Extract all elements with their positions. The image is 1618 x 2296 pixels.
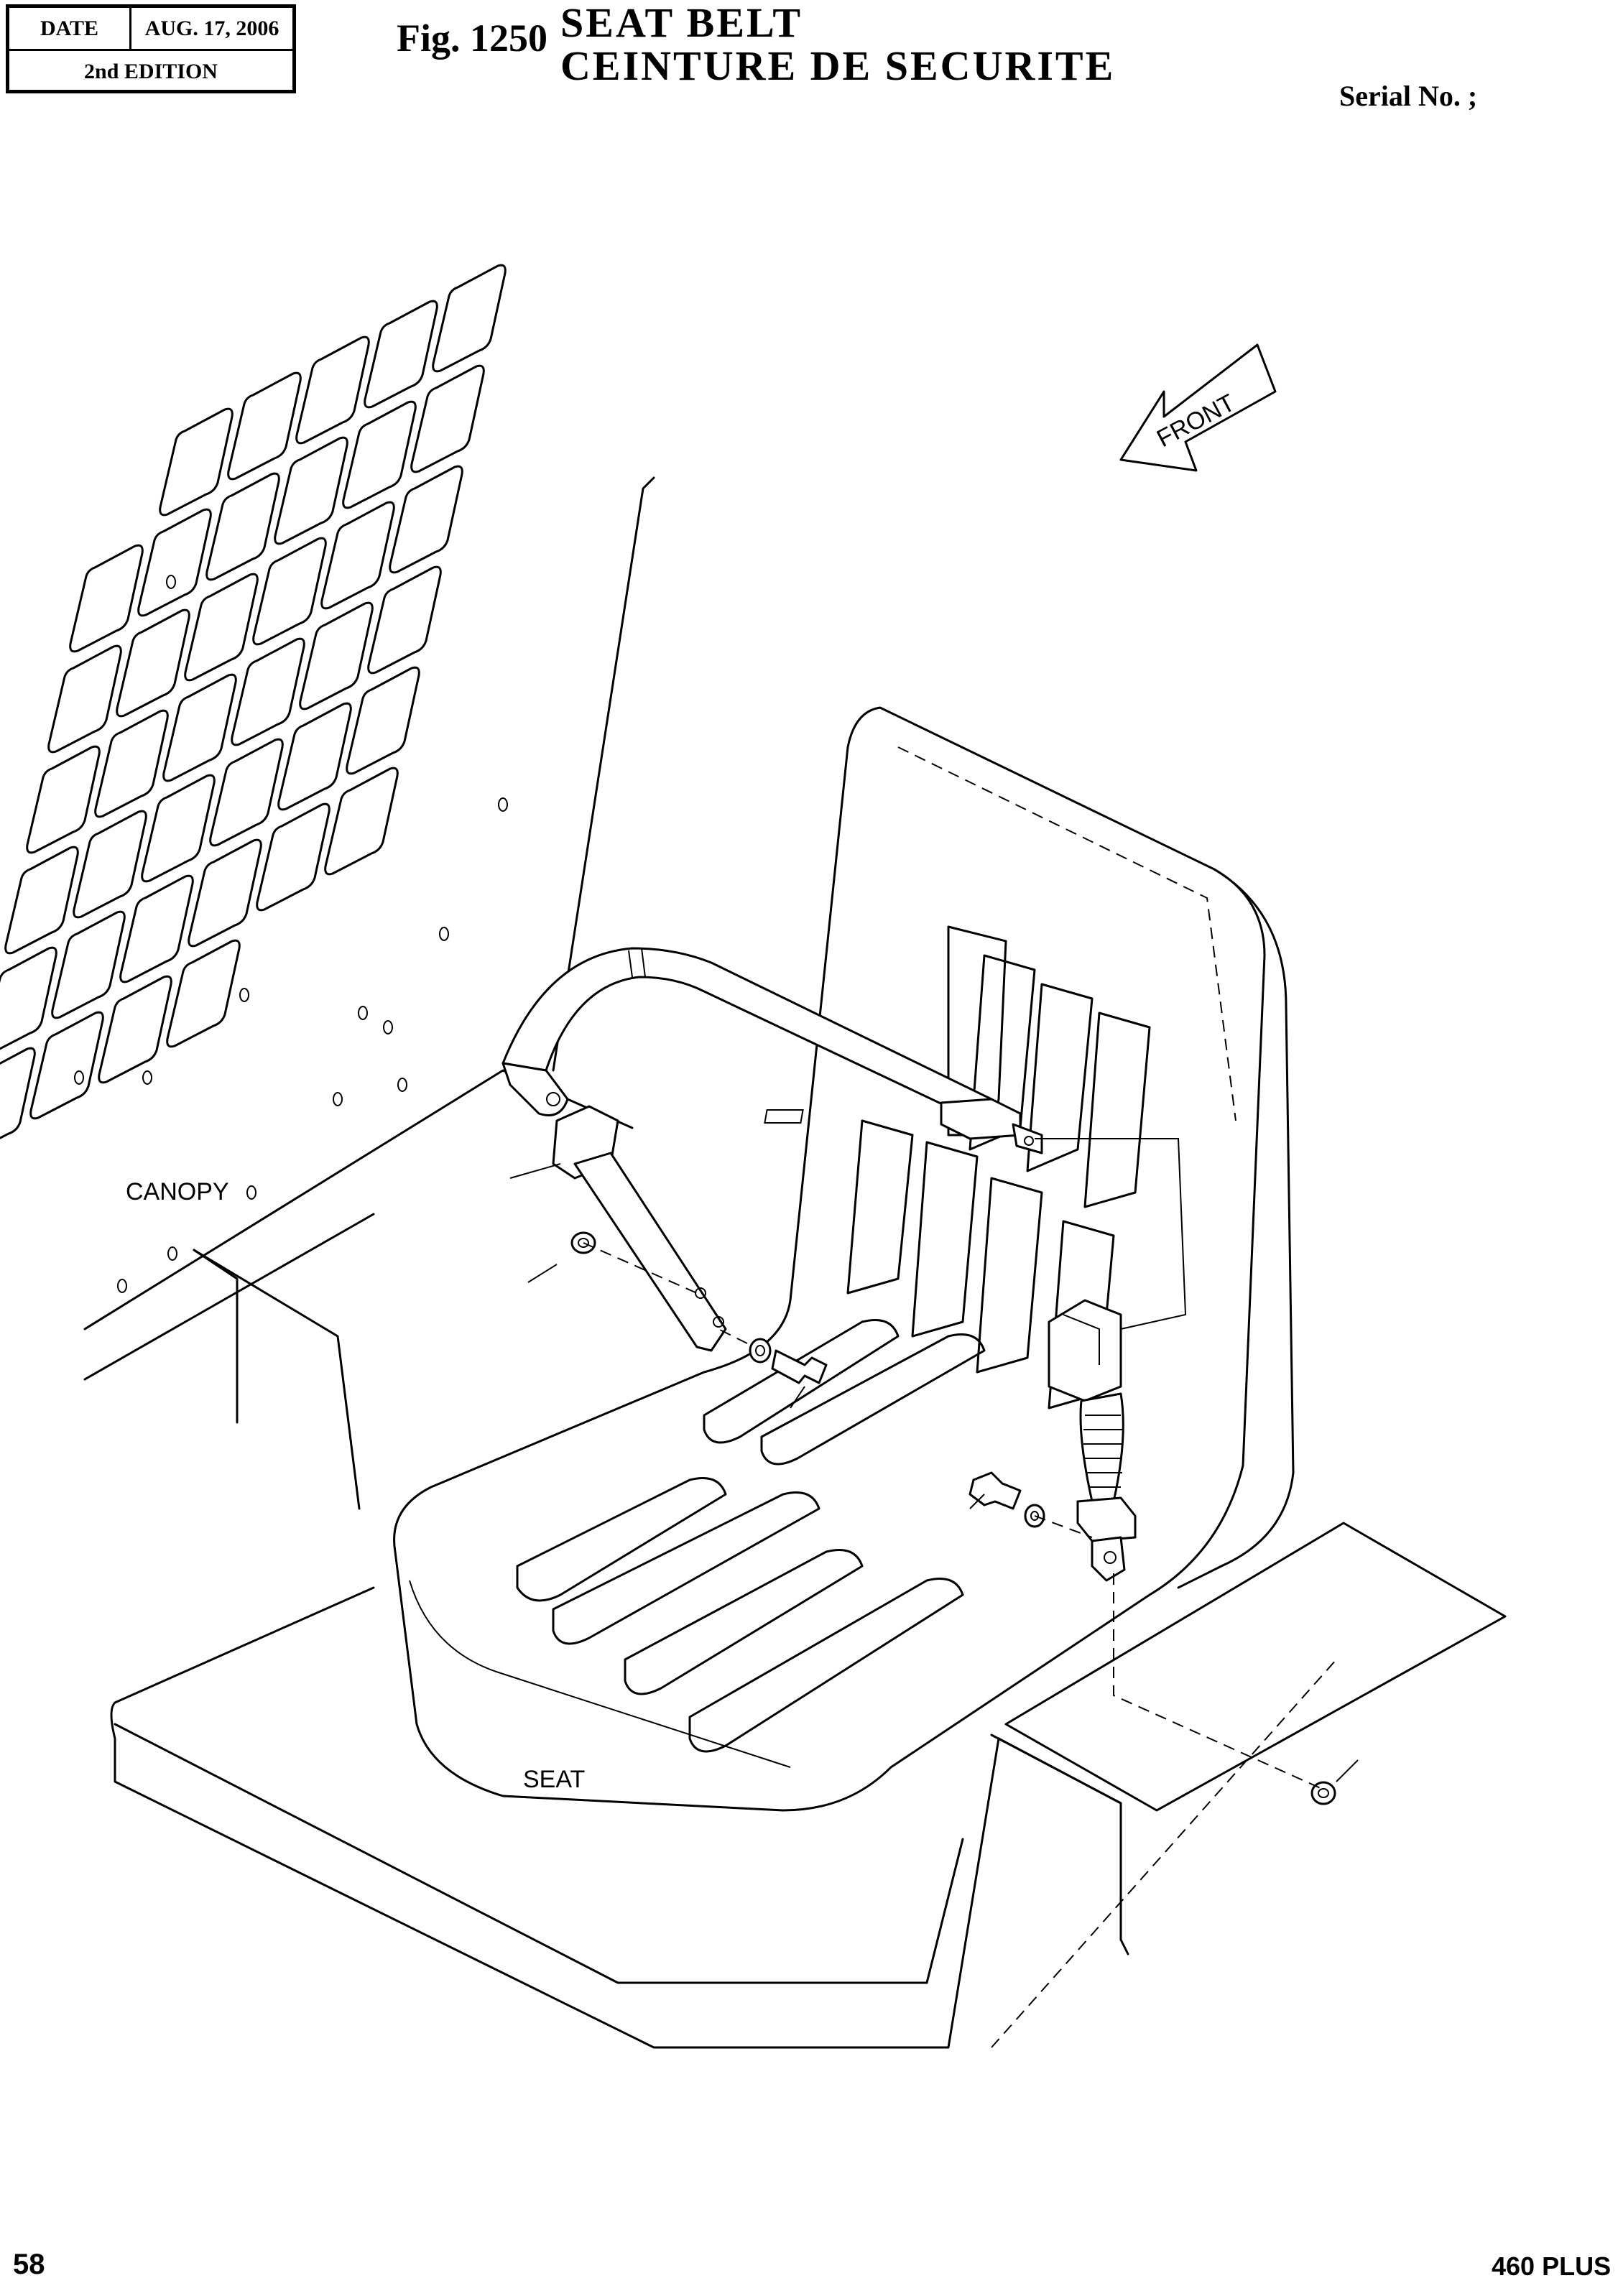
serial-number-label: Serial No. ; [1339, 80, 1478, 112]
mounting-hole [383, 1020, 393, 1034]
mesh-opening [47, 644, 122, 754]
mesh-opening [0, 946, 57, 1050]
mesh-opening [320, 501, 395, 610]
canopy-label: CANOPY [126, 1178, 229, 1205]
mounting-hole [333, 1092, 343, 1106]
figure-number: Fig. 1250 [397, 17, 547, 60]
mesh-opening [274, 436, 348, 545]
mesh-opening [346, 666, 420, 775]
front-direction-arrow [1119, 343, 1277, 472]
mesh-opening [137, 508, 212, 617]
seat [393, 706, 1295, 1812]
mesh-opening [98, 975, 172, 1084]
mesh-opening [188, 838, 262, 948]
mounting-hole [142, 1070, 152, 1085]
mesh-opening [119, 874, 194, 983]
revision-box: DATE AUG. 17, 2006 2nd EDITION [6, 4, 296, 93]
mounting-hole [117, 1279, 127, 1293]
page-number: 58 [13, 2249, 45, 2280]
mesh-opening [141, 774, 216, 883]
mesh-opening [69, 544, 144, 653]
assembly-lines [527, 1138, 1359, 2048]
mesh-opening [162, 673, 237, 782]
figure-title-english: SEAT BELT [560, 0, 803, 46]
canopy-mesh-panel [0, 264, 508, 1293]
mesh-opening [184, 573, 259, 682]
mesh-opening [51, 910, 126, 1019]
mesh-opening [410, 364, 485, 473]
figure-title-french: CEINTURE DE SECURITE [560, 42, 1116, 89]
mesh-opening [116, 608, 190, 718]
mounting-hole [358, 1006, 368, 1020]
mesh-opening [159, 407, 234, 517]
belt-anchor-strap [509, 1105, 727, 1352]
mounting-hole [166, 575, 176, 589]
date-value: AUG. 17, 2006 [144, 16, 279, 40]
mesh-opening [209, 738, 284, 847]
mounting-hole [498, 797, 508, 812]
mesh-opening [231, 637, 305, 746]
mounting-hole [74, 1070, 84, 1085]
mesh-opening [277, 702, 352, 811]
mounting-hole [397, 1078, 407, 1092]
mesh-opening [0, 1047, 36, 1139]
mounting-hole [439, 927, 449, 941]
mesh-opening [256, 802, 330, 912]
mesh-opening [364, 300, 438, 409]
machine-model: 460 PLUS [1492, 2251, 1612, 2281]
mesh-opening [166, 939, 241, 1048]
seat-label: SEAT [523, 1766, 585, 1793]
mesh-opening [432, 264, 507, 373]
mesh-opening [367, 565, 442, 675]
mesh-opening [389, 465, 463, 574]
seat-belt-strap [501, 947, 1043, 1154]
mesh-opening [94, 709, 169, 818]
mounting-hole [167, 1246, 177, 1261]
mesh-opening [29, 1011, 104, 1120]
mesh-opening [342, 400, 417, 509]
mesh-opening [295, 335, 370, 445]
revision-date-row: DATE AUG. 17, 2006 [9, 8, 292, 51]
mounting-hole [239, 988, 249, 1002]
date-label: DATE [9, 8, 131, 49]
seat-belt-buckle [1048, 1299, 1137, 1582]
edition-label: 2nd EDITION [84, 60, 218, 83]
mesh-opening [26, 745, 101, 854]
mesh-opening [227, 371, 302, 481]
mesh-opening [205, 472, 280, 581]
mesh-opening [324, 767, 399, 876]
mounting-hole [246, 1185, 256, 1200]
mesh-opening [73, 810, 147, 919]
mesh-opening [299, 601, 374, 710]
mesh-opening [252, 537, 327, 646]
mesh-opening [4, 846, 79, 955]
seat-platform [110, 1522, 1507, 2049]
